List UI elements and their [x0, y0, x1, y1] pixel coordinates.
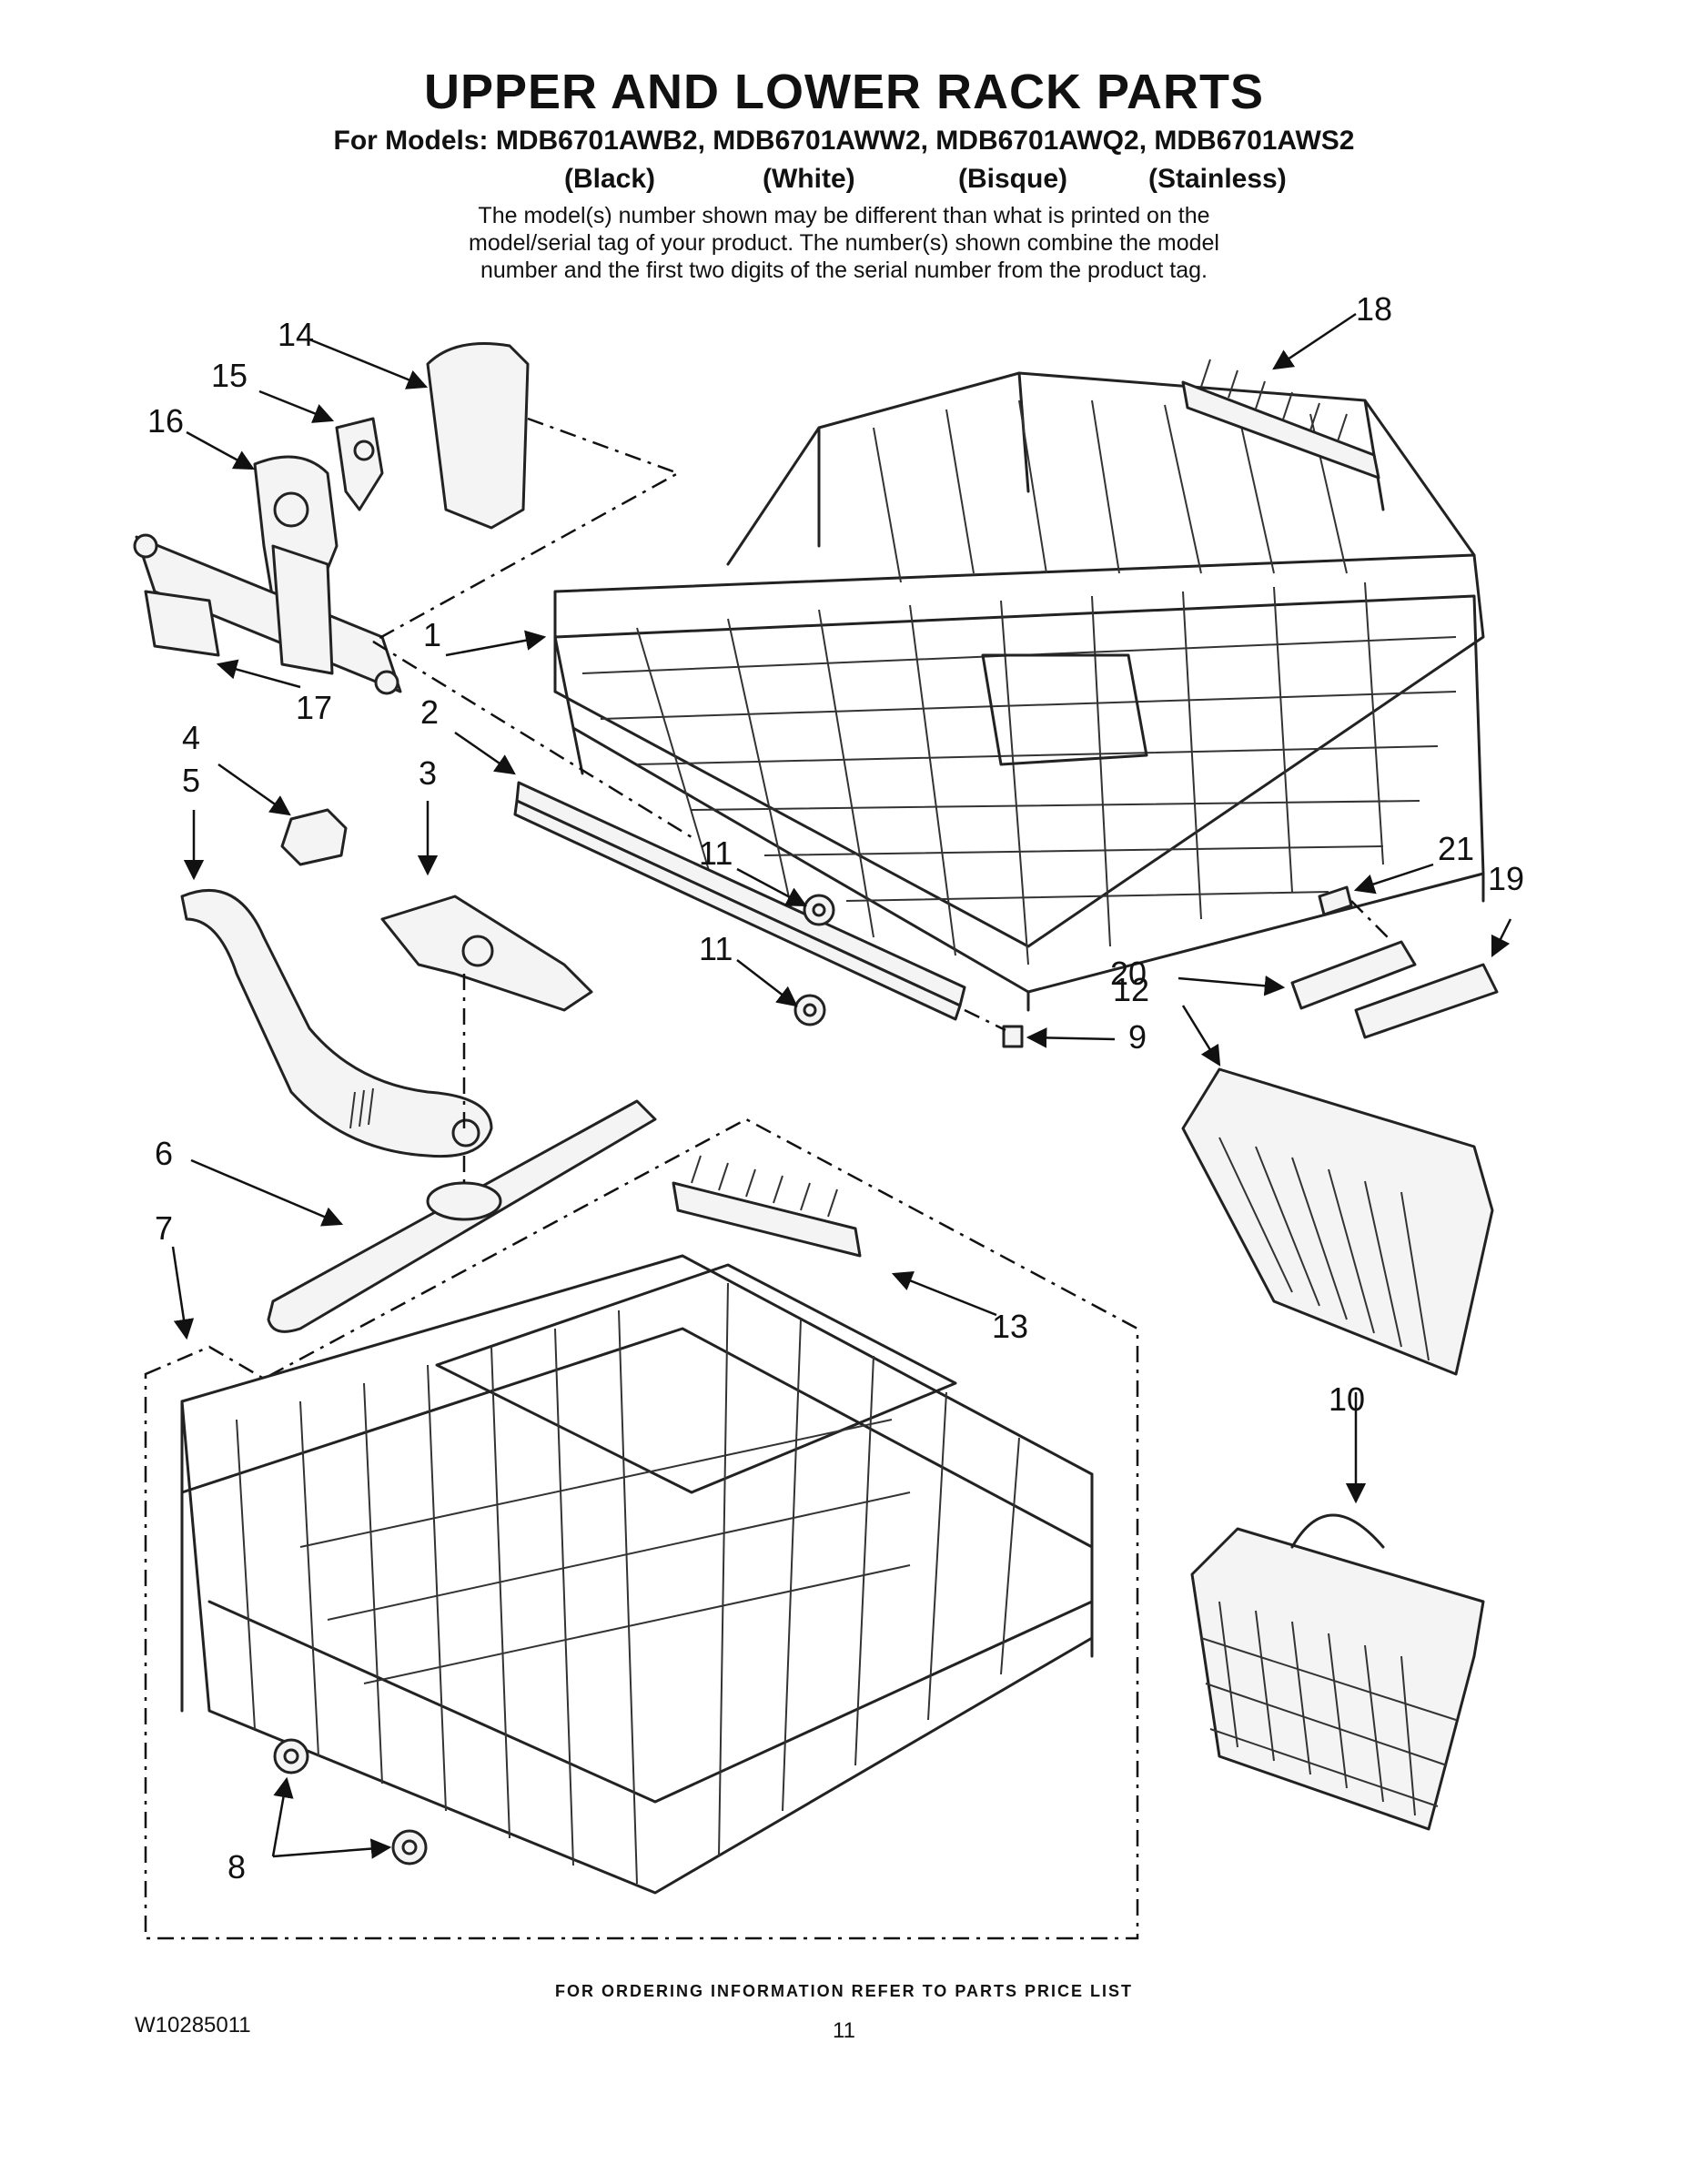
- callout-12: 12: [1113, 971, 1149, 1008]
- callout-3: 3: [419, 754, 437, 792]
- callout-18: 18: [1356, 290, 1392, 328]
- ordering-footer: FOR ORDERING INFORMATION REFER TO PARTS …: [554, 1982, 1133, 2000]
- document-number: W10285011: [135, 2013, 251, 2037]
- callout-16: 16: [147, 402, 184, 440]
- rail-roller-2-hub: [803, 1003, 817, 1017]
- rail-stop-guide: [964, 1008, 1006, 1032]
- callout-10: 10: [1329, 1380, 1365, 1418]
- callout-15: 15: [211, 357, 248, 394]
- finish-bisque: (Bisque): [958, 164, 1067, 194]
- callout-13: 13: [992, 1308, 1028, 1345]
- screw-guide: [1350, 900, 1393, 943]
- rack-cap-a: [1290, 940, 1417, 1010]
- feed-tube-ribs: [349, 1087, 374, 1129]
- silverware-basket: [1190, 1513, 1485, 1831]
- leader-lines: [171, 312, 1512, 1859]
- callout-11a: 11: [699, 834, 733, 872]
- lower-rack: [180, 1254, 1094, 1895]
- upper-assembly-bracket: [372, 417, 682, 643]
- callout-17: 17: [296, 689, 332, 726]
- callout-21: 21: [1438, 830, 1474, 867]
- callout-14: 14: [278, 316, 314, 353]
- manifold-hub: [461, 935, 494, 967]
- feed-tube: [180, 888, 493, 1158]
- callout-2: 2: [420, 693, 439, 731]
- note-line-2: model/serial tag of your product. The nu…: [469, 230, 1219, 256]
- page-title: UPPER AND LOWER RACK PARTS: [423, 65, 1264, 119]
- callout-20: 20: [1110, 955, 1147, 992]
- callout-6: 6: [155, 1135, 173, 1172]
- callout-7: 7: [155, 1209, 173, 1247]
- rack-cap-b: [1354, 963, 1499, 1039]
- upper-rack: [553, 371, 1485, 1012]
- models-line: For Models: MDB6701AWB2, MDB6701AWW2, MD…: [333, 126, 1355, 156]
- lower-wheel-1-hub: [283, 1748, 299, 1764]
- rail-guide-line: [372, 640, 692, 839]
- model-note: The model(s) number shown may be differe…: [0, 202, 1688, 284]
- tine-row-upper: [1181, 359, 1380, 480]
- tine-row-lower: [672, 1155, 862, 1258]
- finish-white: (White): [763, 164, 855, 194]
- note-line-1: The model(s) number shown may be differe…: [478, 203, 1210, 228]
- small-basket: [1181, 1067, 1494, 1376]
- clip-part: [280, 808, 348, 866]
- note-line-3: number and the first two digits of the s…: [480, 258, 1208, 283]
- lower-wheel-2-hub: [401, 1839, 418, 1855]
- callout-4: 4: [182, 719, 200, 756]
- callout-9: 9: [1128, 1018, 1147, 1056]
- rail-stop: [1002, 1025, 1024, 1048]
- rack-screw: [1318, 885, 1353, 916]
- page-number: 11: [833, 2018, 855, 2043]
- callout-5: 5: [182, 762, 200, 799]
- callout-8: 8: [227, 1848, 246, 1886]
- feed-tube-port: [451, 1118, 480, 1148]
- finish-black: (Black): [564, 164, 656, 194]
- rail-roller-1-hub: [812, 903, 826, 917]
- callout-19: 19: [1488, 860, 1524, 897]
- rack-adjuster: [133, 342, 530, 695]
- lower-assembly-box: [144, 1117, 1139, 1940]
- rack-rail: [513, 781, 966, 1021]
- callout-11b: 11: [699, 930, 733, 967]
- callout-1: 1: [423, 616, 441, 653]
- finish-stainless: (Stainless): [1148, 164, 1287, 194]
- spray-arm-hub: [426, 1181, 502, 1221]
